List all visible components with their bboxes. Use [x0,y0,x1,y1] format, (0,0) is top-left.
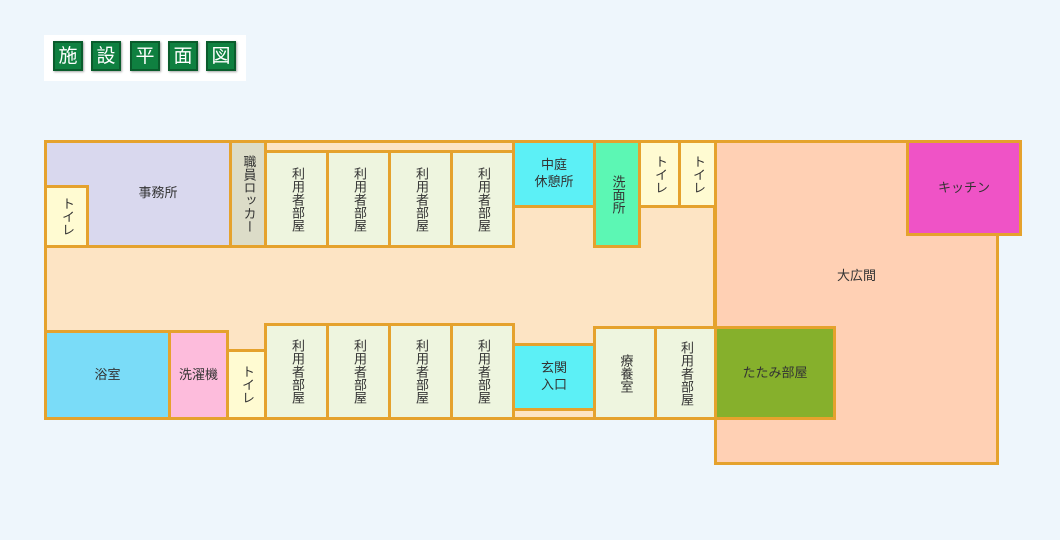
user-room[interactable]: 利用者部屋 [450,323,515,420]
rest-area-label: 休憩所 [534,175,574,190]
user-room[interactable]: 利用者部屋 [450,150,515,248]
staff-locker-label: 職員ロッカー [240,155,256,233]
toilet-top[interactable]: トイレ [638,140,681,208]
user-room-label: 利用者部屋 [475,166,490,232]
user-room-label: 利用者部屋 [413,166,428,232]
toilet-office[interactable]: トイレ [44,185,89,248]
user-room-label: 利用者部屋 [413,339,428,404]
entrance-room[interactable]: 玄関 入口 [512,343,596,411]
user-room[interactable]: 利用者部屋 [326,323,391,420]
user-room[interactable]: 利用者部屋 [264,150,329,248]
title-char: 施 [53,41,83,71]
user-room[interactable]: 利用者部屋 [264,323,329,420]
kitchen-room[interactable]: キッチン [906,140,1022,236]
user-room-label: 利用者部屋 [475,339,490,404]
toilet-bottom[interactable]: トイレ [226,349,267,420]
user-room-label: 利用者部屋 [289,339,304,404]
user-room-label: 利用者部屋 [351,339,366,404]
user-room[interactable]: 利用者部屋 [388,323,453,420]
washing-machine-room[interactable]: 洗濯機 [168,330,229,420]
title-char: 平 [130,41,160,71]
toilet-label: トイレ [59,197,74,236]
toilet-label: トイレ [690,154,705,194]
washroom-room[interactable]: 洗面所 [593,140,641,248]
title-banner: 施 設 平 面 図 [44,35,246,81]
toilet-label: トイレ [239,365,254,404]
user-room-label: 利用者部屋 [289,166,304,232]
user-room-label: 利用者部屋 [351,166,366,232]
user-room-label: 利用者部屋 [678,340,693,406]
entrance-label: 玄関 [540,361,567,376]
title-char: 面 [168,41,198,71]
courtyard-label: 中庭 [540,158,567,173]
courtyard-rest-room[interactable]: 中庭 休憩所 [512,140,596,208]
hall-label: 大広間 [836,269,876,284]
user-room[interactable]: 利用者部屋 [326,150,391,248]
bath-room[interactable]: 浴室 [44,330,171,420]
tatami-room[interactable]: たたみ部屋 [714,326,836,420]
entry-label: 入口 [540,378,567,393]
title-char: 設 [91,41,121,71]
tatami-room-label: たたみ部屋 [742,365,808,381]
washing-machine-label: 洗濯機 [178,367,218,383]
toilet-label: トイレ [652,154,667,194]
staff-locker-room[interactable]: 職員ロッカー [229,140,267,248]
title-char: 図 [206,41,236,71]
user-room[interactable]: 利用者部屋 [654,326,717,420]
office-label: 事務所 [138,186,178,201]
user-room[interactable]: 利用者部屋 [388,150,453,248]
bath-label: 浴室 [94,367,121,383]
kitchen-label: キッチン [937,180,990,196]
treatment-room-label: 療養室 [617,353,633,393]
washroom-label: 洗面所 [609,174,625,214]
treatment-room[interactable]: 療養室 [593,326,657,420]
toilet-top[interactable]: トイレ [678,140,717,208]
